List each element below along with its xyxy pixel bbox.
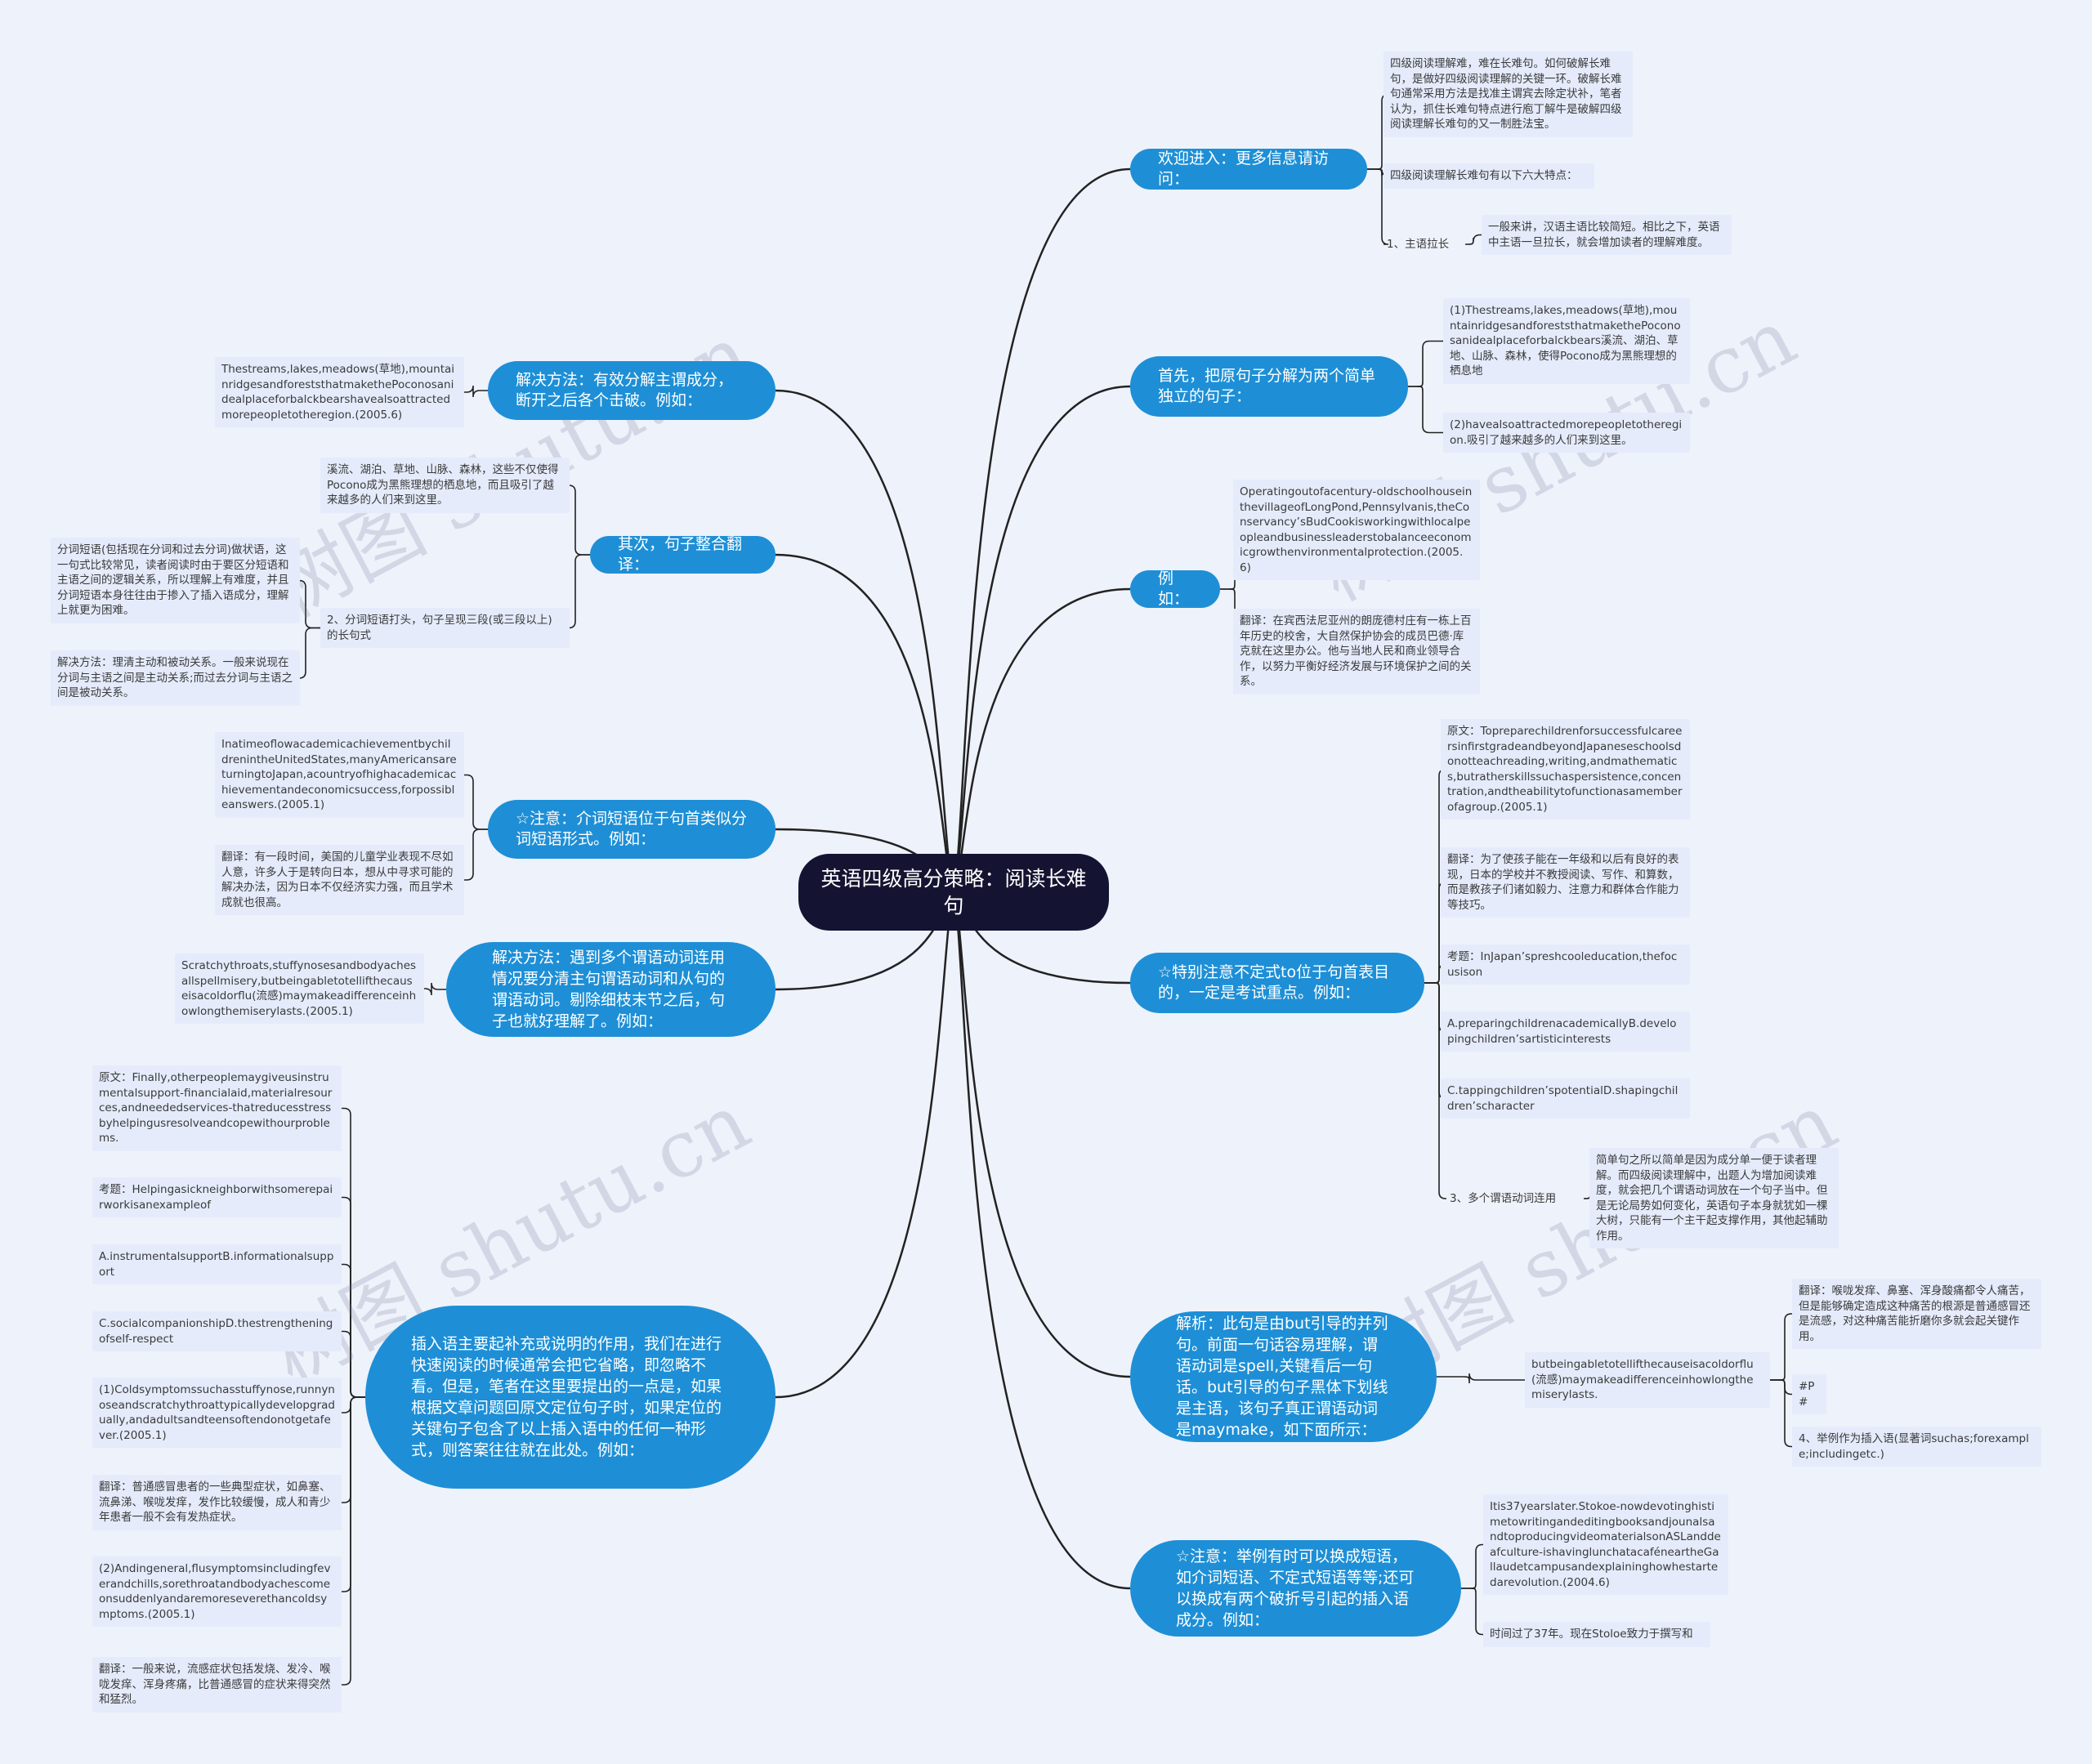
node-l3-c1: Inatimeoflowacademicachievementbychildre… (215, 732, 464, 818)
connector (464, 774, 488, 830)
connector (1770, 1379, 1792, 1448)
node-l2-c2a: 分词短语(包括现在分词和过去分词)做状语，这一句式比较常见，读者阅读时由于要区分… (51, 538, 300, 623)
connector (1770, 1379, 1792, 1396)
branch-insertion[interactable]: 插入语主要起补充或说明的作用，我们在进行快速阅读的时候通常会把它省略，即忽略不看… (365, 1306, 776, 1489)
node-l2-c1: 溪流、湖泊、草地、山脉、森林，这些不仅使得Pocono成为黑熊理想的栖息地，而且… (320, 458, 570, 513)
connector (952, 385, 1131, 893)
branch-prepositional-phrase[interactable]: ☆注意：介词短语位于句首类似分词短语形式。例如： (488, 800, 776, 859)
node-l5-c2: 考题：Helpingasickneighborwithsomerepairwor… (92, 1177, 342, 1217)
connector (952, 167, 1131, 893)
node-r5-c1b: #P# (1792, 1374, 1826, 1414)
connector (342, 1330, 365, 1398)
node-l5-c5: (1)Coldsymptomssuchasstuffynose,runnynos… (92, 1378, 342, 1448)
branch-welcome[interactable]: 欢迎进入：更多信息请访问： (1130, 149, 1367, 190)
node-r2-c1: (1)Thestreams,lakes,meadows(草地),mountain… (1443, 298, 1690, 384)
node-l2-c2b: 解决方法：理清主动和被动关系。一般来说现在分词与主语之间是主动关系;而过去分词与… (51, 650, 300, 706)
connector (775, 553, 955, 893)
node-r5-c1c: 4、举例作为插入语(显著词suchas;forexample;including… (1792, 1427, 2041, 1467)
node-r6-c2: 时间过了37年。现在Stoloe致力于撰写和 (1483, 1622, 1710, 1647)
node-l5-c6: 翻译：普通感冒患者的一些典型症状，如鼻塞、流鼻涕、喉咙发痒，发作比较缓慢，成人和… (92, 1475, 342, 1530)
root-topic[interactable]: 英语四级高分策略：阅读长难句 (798, 854, 1109, 931)
connector (464, 828, 488, 881)
connector (342, 1396, 365, 1592)
node-l5-c1: 原文：Finally,otherpeoplemaygiveusinstrumen… (92, 1065, 342, 1151)
connector (342, 1396, 365, 1686)
node-r2-c2: (2)havealsoattractedmorepeopletotheregio… (1443, 413, 1690, 453)
connector (1408, 340, 1443, 387)
node-r3-c2: 翻译：在宾西法尼亚州的朗庞德村庄有一栋上百年历史的校舍，大自然保护协会的成员巴德… (1233, 609, 1480, 694)
connector (1461, 1588, 1483, 1636)
node-r4-c3: 考题：InJapan’spreshcooleducation,thefocusi… (1441, 945, 1690, 985)
connector (952, 587, 1131, 893)
branch-analysis[interactable]: 解析：此句是由but引导的并列句。前面一句话容易理解，谓语动词是spell,关键… (1130, 1311, 1437, 1442)
node-r5-c1: butbeingabletotellifthecauseisacoldorflu… (1525, 1352, 1770, 1408)
branch-split-sentence[interactable]: 首先，把原句子分解为两个简单独立的句子： (1130, 356, 1408, 417)
node-l5-c4: C.socialcompanionshipD.thestrengtheningo… (92, 1311, 342, 1351)
node-r4-c4: A.preparingchildrenacademicallyB.develop… (1441, 1012, 1690, 1052)
node-l5-c3: A.instrumentalsupportB.informationalsupp… (92, 1244, 342, 1284)
node-r1-c3a: 一般来讲，汉语主语比较简短。相比之下，英语中主语一旦拉长，就会增加读者的理解难度… (1482, 215, 1732, 255)
node-r1-c1: 四级阅读理解难，难在长难句。如何破解长难句，是做好四级阅读理解的关键一环。破解长… (1383, 51, 1633, 137)
branch-multiple-verbs[interactable]: 解决方法：遇到多个谓语动词连用情况要分清主句谓语动词和从句的谓语动词。剔除细枝末… (446, 942, 776, 1037)
node-r1-c2: 四级阅读理解长难句有以下六大特点： (1383, 163, 1594, 189)
connector (342, 1196, 365, 1398)
connector (1465, 234, 1482, 245)
branch-solution-split[interactable]: 解决方法：有效分解主谓成分，断开之后各个击破。例如： (488, 361, 776, 420)
connector (342, 1263, 365, 1398)
connector (298, 627, 320, 679)
connector (775, 389, 955, 893)
node-l5-c7: (2)Andingeneral,flusymptomsincludingfeve… (92, 1556, 342, 1627)
branch-parenthetical[interactable]: ☆注意：举例有时可以换成短语，如介词短语、不定式短语等等;还可以换成有两个破折号… (1130, 1540, 1461, 1637)
node-l1-c1: Thestreams,lakes,meadows(草地),mountainrid… (215, 357, 464, 427)
connector (952, 891, 1131, 1378)
connector (1437, 1373, 1525, 1384)
branch-integrate-translation[interactable]: 其次，句子整合翻译： (590, 535, 776, 574)
node-l3-c2: 翻译：有一段时间，美国的儿童学业表现不尽如人意，许多人于是转向日本，想从中寻求可… (215, 845, 464, 915)
connector (424, 982, 446, 996)
connector (1408, 386, 1443, 434)
branch-example[interactable]: 例如： (1130, 569, 1220, 608)
connector (952, 891, 1131, 1590)
connector (568, 485, 590, 556)
node-r5-c1a: 翻译：喉咙发痒、鼻塞、浑身酸痛都令人痛苦，但是能够确定造成这种痛苦的根源是普通感… (1792, 1279, 2041, 1349)
node-r4-c6: 3、多个谓语动词连用 (1450, 1192, 1557, 1205)
node-r6-c1: Itis37yearslater.Stokoe-nowdevotinghisti… (1483, 1494, 1728, 1595)
connector (775, 891, 955, 1399)
connector (298, 579, 320, 629)
node-r4-c2: 翻译：为了使孩子能在一年级和以后有良好的表现，日本的学校并不教授阅读、写作、和算… (1441, 847, 1690, 918)
connector (464, 385, 488, 398)
connector (1770, 1313, 1792, 1381)
node-r1-c3: 1、主语拉长 (1387, 238, 1450, 251)
connector (1424, 982, 1446, 1199)
node-r4-c1: 原文：Topreparechildrenforsuccessfulcareers… (1441, 719, 1690, 819)
connector (1461, 1543, 1483, 1589)
node-l2-c2: 2、分词短语打头，句子呈现三段(或三段以上)的长句式 (320, 608, 570, 648)
connector (342, 1396, 365, 1413)
node-r4-c5: C.tappingchildren’spotentialD.shapingchi… (1441, 1078, 1690, 1119)
branch-infinitive[interactable]: ☆特别注意不定式to位于句首表目的，一定是考试重点。例如： (1130, 953, 1424, 1013)
connector (568, 554, 590, 629)
node-l5-c8: 翻译：一般来说，流感症状包括发烧、发冷、喉咙发痒、浑身疼痛，比普通感冒的症状来得… (92, 1657, 342, 1713)
connector (1367, 168, 1389, 245)
node-l4-c1: Scratchythroats,stuffynosesandbodyachesa… (175, 953, 424, 1024)
node-r4-c6a: 简单句之所以简单是因为成分单一便于读者理解。而四级阅读理解中，出题人为增加阅读难… (1589, 1148, 1839, 1248)
node-r3-c1: Operatingoutofacentury-oldschoolhouseint… (1233, 480, 1480, 580)
connector (342, 1107, 365, 1398)
